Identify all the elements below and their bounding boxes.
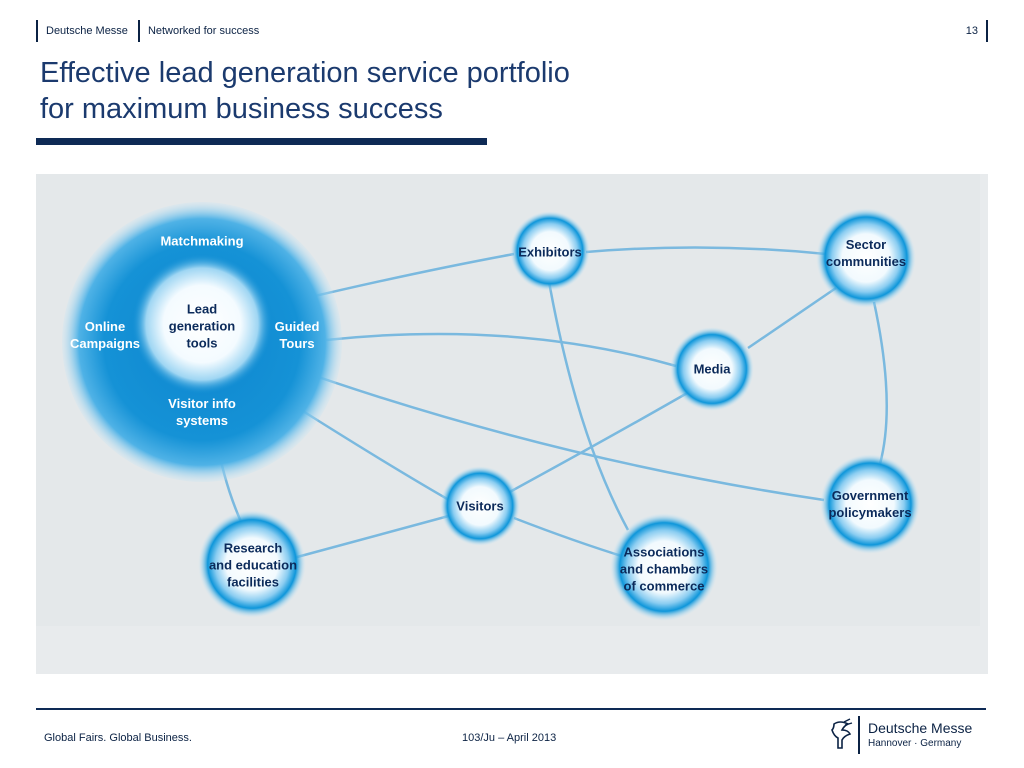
header-divider <box>137 20 140 42</box>
label-government: Government policymakers <box>828 487 911 521</box>
footer-date: 103/Ju – April 2013 <box>462 732 557 744</box>
label-line: and education <box>208 557 298 573</box>
header-divider <box>986 20 988 42</box>
logo-location: Hannover · Germany <box>868 738 962 749</box>
link-visitors-media <box>505 386 697 496</box>
label-line: Government <box>831 488 909 503</box>
node-associations <box>610 513 718 621</box>
link-exhibitors-associations <box>546 275 630 531</box>
slide-title: Effective lead generation service portfo… <box>40 55 740 127</box>
footer-divider <box>36 708 986 710</box>
label-line: Sector <box>845 237 887 252</box>
label-line: Matchmaking <box>160 233 244 249</box>
label-sector-communities: Sector communities <box>826 236 906 270</box>
node-sector <box>816 208 916 308</box>
page-number: 13 <box>966 20 988 42</box>
link-media-sector <box>747 286 837 350</box>
label-line: Research <box>223 540 283 556</box>
header-brand: Deutsche Messe <box>46 25 128 37</box>
label-line: Media <box>693 361 731 377</box>
label-line: policymakers <box>828 505 912 520</box>
title-underline <box>36 138 487 145</box>
link-visitors-associations <box>513 516 629 560</box>
link-sector-government <box>872 301 888 465</box>
hub-core <box>132 254 272 394</box>
slide-title-line1: Effective lead generation service portfo… <box>40 57 570 89</box>
label-line: generation <box>168 318 236 334</box>
slide-title-line2: for maximum business success <box>40 93 443 125</box>
hub-label-online-campaigns: Online Campaigns <box>70 318 140 352</box>
label-line: Visitor info <box>168 396 236 411</box>
hermes-head-icon <box>831 718 853 749</box>
logo-divider <box>858 716 860 754</box>
header-bar: Deutsche Messe Networked for success <box>36 20 269 42</box>
node-media <box>670 327 754 411</box>
diagram-area: Matchmaking Lead generation tools Online… <box>36 174 988 674</box>
link-exhibitors-sector <box>585 246 827 256</box>
label-media: Media <box>694 361 731 378</box>
node-research <box>198 510 306 618</box>
header-tagline: Networked for success <box>147 25 260 37</box>
hub-label-matchmaking: Matchmaking <box>160 233 243 250</box>
label-line: Lead <box>186 301 218 317</box>
label-line: Exhibitors <box>518 244 582 260</box>
label-visitors: Visitors <box>456 498 503 515</box>
label-line: Campaigns <box>69 336 141 351</box>
deutsche-messe-logo: Deutsche Messe Hannover · Germany <box>828 716 988 756</box>
label-line: and chambers <box>619 561 709 577</box>
label-exhibitors: Exhibitors <box>518 244 582 261</box>
label-line: tools <box>186 335 218 351</box>
node-exhibitors <box>510 211 590 291</box>
page-number-text: 13 <box>965 25 978 37</box>
network-diagram <box>62 202 920 621</box>
label-line: communities <box>825 254 907 269</box>
footer-slogan: Global Fairs. Global Business. <box>44 732 192 744</box>
label-line: Online <box>84 319 126 334</box>
node-government <box>820 454 920 554</box>
label-research: Research and education facilities <box>209 540 297 591</box>
label-line: Guided <box>274 319 320 334</box>
label-line: Associations <box>623 544 705 560</box>
hub-label-guided-tours: Guided Tours <box>275 318 320 352</box>
label-line: systems <box>175 413 229 428</box>
header-divider <box>36 20 38 42</box>
link-hub-government <box>297 368 825 502</box>
label-line: Tours <box>279 336 315 351</box>
link-research-visitors <box>285 512 457 562</box>
hub-label-center: Lead generation tools <box>169 301 235 352</box>
node-visitors <box>440 466 520 546</box>
label-line: of commerce <box>623 578 705 594</box>
label-associations: Associations and chambers of commerce <box>620 544 708 595</box>
label-line: facilities <box>226 574 280 590</box>
label-line: Visitors <box>456 498 504 514</box>
link-hub-media <box>325 332 677 368</box>
hub-label-visitor-info: Visitor info systems <box>168 395 236 429</box>
logo-name: Deutsche Messe <box>868 720 973 736</box>
